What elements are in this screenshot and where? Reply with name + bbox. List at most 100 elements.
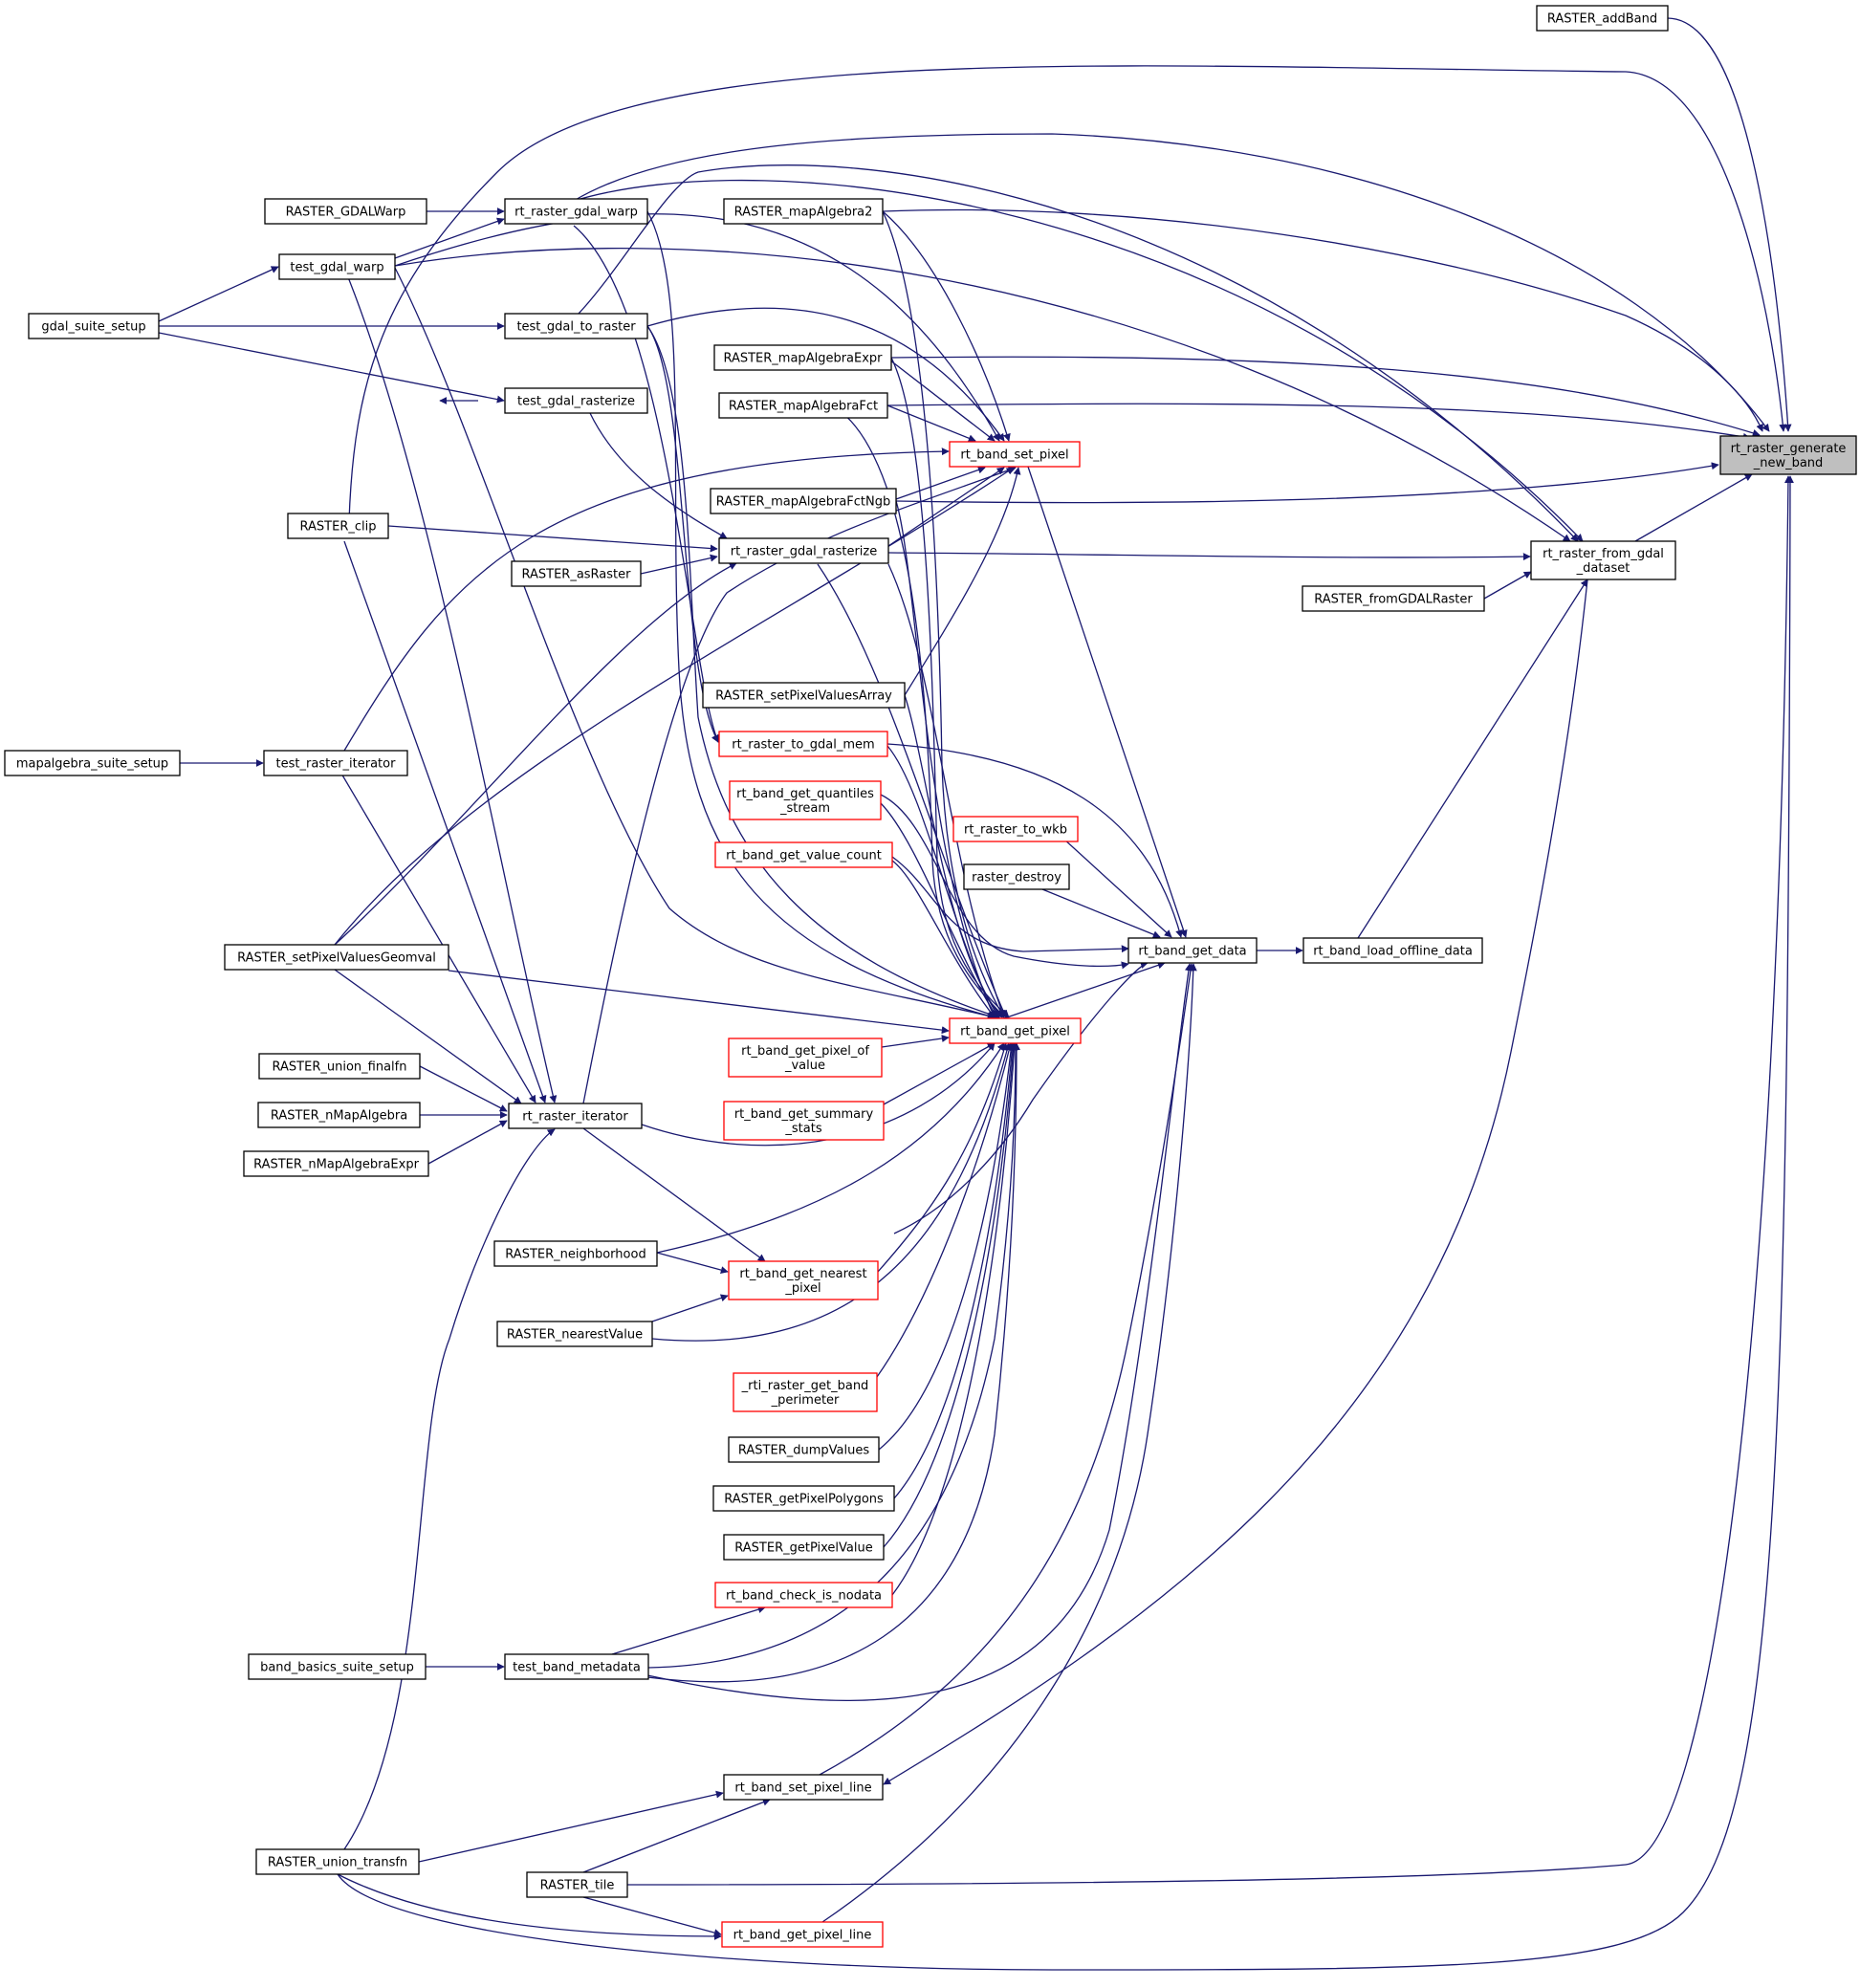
edge-to-getData bbox=[821, 963, 1197, 1923]
edge-to-getPixel bbox=[887, 563, 1006, 1018]
edge-to-root bbox=[895, 462, 1719, 504]
edge-to-getPixel bbox=[651, 1042, 1012, 1342]
node-valueCount[interactable]: rt_band_get_value_count bbox=[714, 841, 893, 868]
edge-to-getData bbox=[646, 963, 1193, 1701]
node-box bbox=[526, 1871, 628, 1898]
node-fromGdal[interactable]: rt_raster_from_gdal_dataset bbox=[1530, 540, 1676, 580]
edge-to-getPixelLine bbox=[582, 1896, 722, 1936]
node-setPixelValuesGeomval[interactable]: RASTER_setPixelValuesGeomval bbox=[224, 944, 449, 971]
node-testGdalRasterize[interactable]: test_gdal_rasterize bbox=[504, 387, 648, 414]
edge-to-setPixel bbox=[886, 404, 976, 443]
node-label: RASTER_mapAlgebraExpr bbox=[723, 352, 883, 366]
node-getPixelValue[interactable]: RASTER_getPixelValue bbox=[723, 1534, 885, 1561]
node-gdalSuite[interactable]: gdal_suite_setup bbox=[28, 313, 160, 339]
node-label: raster_destroy bbox=[972, 871, 1061, 885]
edge-to-fromGdal bbox=[573, 179, 1584, 542]
node-nearestValue[interactable]: RASTER_nearestValue bbox=[496, 1321, 653, 1347]
node-mapAlgebraFctNgb[interactable]: RASTER_mapAlgebraFctNgb bbox=[710, 488, 897, 514]
edge-to-getPixel bbox=[878, 1042, 1016, 1451]
node-nMapAlgebra[interactable]: RASTER_nMapAlgebra bbox=[257, 1102, 421, 1128]
node-box bbox=[496, 1321, 653, 1347]
node-box bbox=[714, 841, 893, 868]
node-tile[interactable]: RASTER_tile bbox=[526, 1871, 628, 1898]
node-label: RASTER_setPixelValuesGeomval bbox=[237, 951, 436, 966]
node-box bbox=[733, 1372, 878, 1412]
node-box bbox=[263, 750, 408, 776]
node-rtiPerimeter[interactable]: _rti_raster_get_band_perimeter bbox=[733, 1372, 878, 1412]
edge-to-getPixel bbox=[646, 1042, 1020, 1683]
node-testBandMetadata[interactable]: test_band_metadata bbox=[504, 1653, 649, 1680]
node-getPixelPolygons[interactable]: RASTER_getPixelPolygons bbox=[712, 1485, 895, 1512]
node-rasterDestroy[interactable]: raster_destroy bbox=[963, 863, 1070, 890]
node-box bbox=[718, 731, 888, 757]
node-label: RASTER_nearestValue bbox=[507, 1328, 643, 1343]
edge-to-setPixel bbox=[343, 448, 950, 752]
node-label: _dataset bbox=[1576, 561, 1630, 576]
node-label: rt_band_get_summary bbox=[734, 1107, 874, 1122]
node-GDALWarp[interactable]: RASTER_GDALWarp bbox=[264, 198, 427, 225]
node-gdalWarp[interactable]: rt_raster_gdal_warp bbox=[504, 198, 648, 225]
node-box bbox=[963, 863, 1070, 890]
node-label: RASTER_addBand bbox=[1547, 12, 1657, 27]
node-mapAlgebraExpr[interactable]: RASTER_mapAlgebraExpr bbox=[713, 344, 892, 371]
edge-to-rasterIterator bbox=[427, 1120, 508, 1165]
node-label: RASTER_mapAlgebraFct bbox=[729, 400, 878, 414]
node-rasterIterator[interactable]: rt_raster_iterator bbox=[508, 1103, 643, 1129]
node-box bbox=[508, 1103, 643, 1129]
node-unionFinalfn[interactable]: RASTER_union_finalfn bbox=[258, 1053, 421, 1080]
node-toGdalMem[interactable]: rt_raster_to_gdal_mem bbox=[718, 731, 888, 757]
node-dumpValues[interactable]: RASTER_dumpValues bbox=[728, 1436, 880, 1463]
node-box bbox=[723, 198, 884, 225]
nodes: rt_raster_generate_new_band RASTER_addBan… bbox=[4, 5, 1857, 1948]
node-setPixelLine[interactable]: rt_band_set_pixel_line bbox=[723, 1774, 884, 1801]
node-box bbox=[287, 513, 389, 539]
edge-to-root bbox=[1667, 17, 1792, 432]
node-pixelOfValue[interactable]: rt_band_get_pixel_of_value bbox=[728, 1038, 883, 1078]
node-box bbox=[718, 537, 889, 564]
node-nearestPixel[interactable]: rt_band_get_nearest_pixel bbox=[728, 1260, 879, 1300]
node-checkNodata[interactable]: rt_band_check_is_nodata bbox=[714, 1582, 893, 1608]
node-label: test_gdal_warp bbox=[290, 261, 383, 275]
node-bandBasicsSuite[interactable]: band_basics_suite_setup bbox=[248, 1653, 427, 1680]
node-box bbox=[1719, 435, 1857, 475]
node-mapAlgebra2[interactable]: RASTER_mapAlgebra2 bbox=[723, 198, 884, 225]
node-box bbox=[1302, 937, 1483, 964]
node-clip[interactable]: RASTER_clip bbox=[287, 513, 389, 539]
node-box bbox=[504, 198, 648, 225]
node-mapalgebraSuite[interactable]: mapalgebra_suite_setup bbox=[4, 750, 181, 776]
edge-to-getPixel bbox=[877, 1042, 1008, 1273]
node-setPixel[interactable]: rt_band_set_pixel bbox=[949, 441, 1081, 468]
node-fromGDALRaster[interactable]: RASTER_fromGDALRaster bbox=[1302, 585, 1485, 612]
node-getData[interactable]: rt_band_get_data bbox=[1127, 937, 1258, 964]
node-quantiles[interactable]: rt_band_get_quantiles_stream bbox=[729, 780, 882, 820]
node-root[interactable]: rt_raster_generate_new_band bbox=[1719, 435, 1857, 475]
edge-to-setPixel bbox=[895, 466, 986, 500]
node-neighborhood[interactable]: RASTER_neighborhood bbox=[493, 1240, 658, 1267]
edge-to-getPixel bbox=[891, 860, 996, 1018]
node-getPixel[interactable]: rt_band_get_pixel bbox=[949, 1017, 1082, 1044]
node-nMapAlgebraExpr[interactable]: RASTER_nMapAlgebraExpr bbox=[243, 1150, 429, 1177]
edge-to-rasterIterator bbox=[334, 969, 522, 1104]
node-box bbox=[718, 392, 888, 419]
node-addBand[interactable]: RASTER_addBand bbox=[1536, 5, 1669, 32]
node-box bbox=[493, 1240, 658, 1267]
edge-to-root bbox=[890, 356, 1761, 437]
node-testGdalWarp[interactable]: test_gdal_warp bbox=[278, 253, 396, 280]
node-unionTransfn[interactable]: RASTER_union_transfn bbox=[255, 1848, 420, 1875]
node-setPixelValuesArray[interactable]: RASTER_setPixelValuesArray bbox=[702, 682, 906, 709]
node-loadOffline[interactable]: rt_band_load_offline_data bbox=[1302, 937, 1483, 964]
node-testGdalToRaster[interactable]: test_gdal_to_raster bbox=[504, 313, 648, 339]
node-testRasterIterator[interactable]: test_raster_iterator bbox=[263, 750, 408, 776]
node-toWkb[interactable]: rt_raster_to_wkb bbox=[952, 816, 1079, 842]
node-gdalRasterize[interactable]: rt_raster_gdal_rasterize bbox=[718, 537, 889, 564]
node-getPixelLine[interactable]: rt_band_get_pixel_line bbox=[721, 1921, 884, 1948]
node-asRaster[interactable]: RASTER_asRaster bbox=[511, 560, 642, 587]
node-label: rt_band_get_pixel bbox=[960, 1025, 1070, 1039]
node-mapAlgebraFct[interactable]: RASTER_mapAlgebraFct bbox=[718, 392, 888, 419]
edge-to-getPixel bbox=[876, 1042, 1014, 1378]
edge-to-toGdalMem bbox=[646, 325, 719, 743]
edge-to-setPixel bbox=[582, 466, 1017, 1104]
edge-to-rasterIterator bbox=[343, 540, 547, 1103]
node-summaryStats[interactable]: rt_band_get_summary_stats bbox=[723, 1101, 885, 1141]
